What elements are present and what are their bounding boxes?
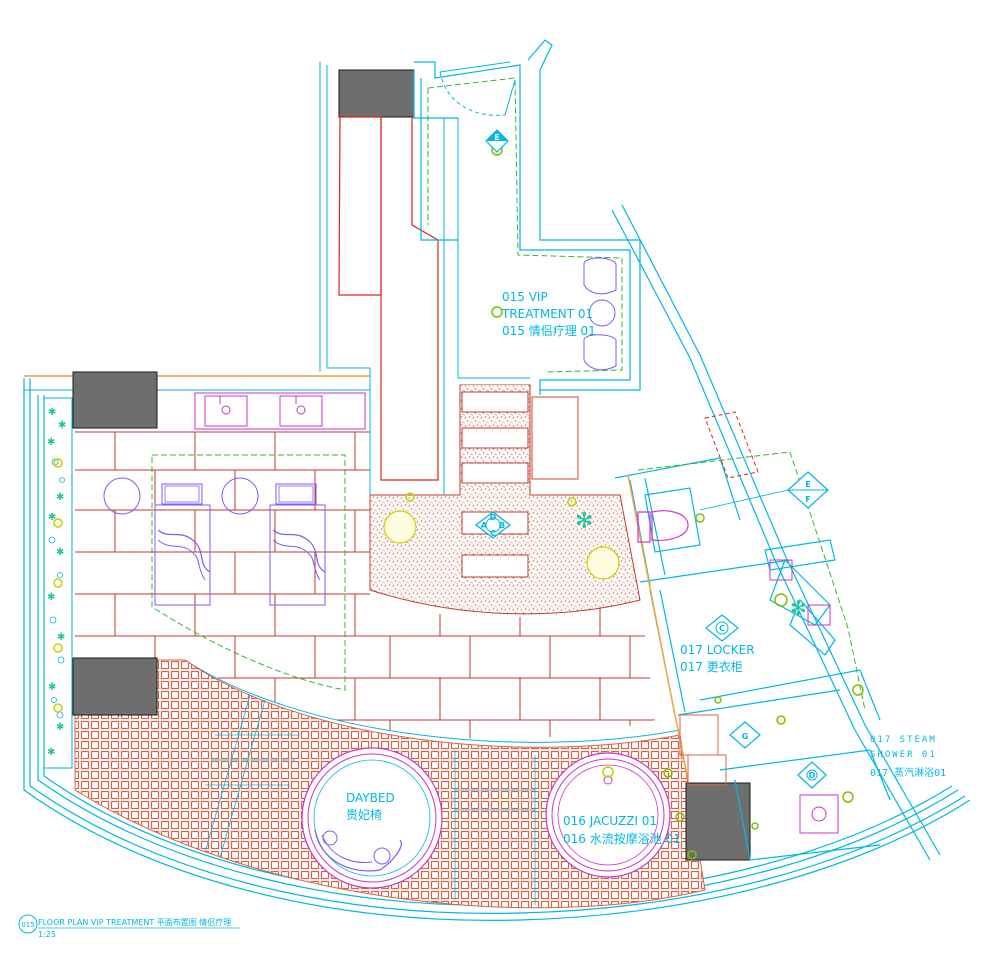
- svg-text:D: D: [490, 513, 497, 522]
- svg-text:A: A: [481, 521, 488, 530]
- label-jacuzzi: 016 JACUZZI 01 016 水流按摩浴池 01: [563, 814, 681, 846]
- svg-text:✱: ✱: [48, 512, 56, 523]
- svg-text:G: G: [742, 732, 749, 741]
- vip-label-line1: 015 VIP: [502, 290, 548, 304]
- locker-label-line1: 017 LOCKER: [680, 643, 755, 657]
- vip-label-line3: 015 情侣疗理 01: [502, 323, 596, 338]
- treatment-beds: [103, 454, 346, 691]
- daybed-label-line1: DAYBED: [346, 791, 395, 805]
- jacuzzi-label-line1: 016 JACUZZI 01: [563, 814, 657, 828]
- right-fixtures: [769, 559, 839, 834]
- svg-text:✱: ✱: [57, 632, 65, 643]
- elevation-tag-g: G: [729, 721, 761, 749]
- svg-text:✻: ✻: [575, 509, 593, 534]
- columns: [72, 69, 751, 861]
- elevation-tag-steam: D: [797, 761, 827, 789]
- daybed-label-line2: 贵妃椅: [346, 808, 382, 822]
- locker-room: [611, 204, 941, 861]
- plant-icon: ✻: [790, 596, 807, 620]
- label-locker: 017 LOCKER 017 更衣柜: [680, 643, 755, 674]
- steam-label-line1: 017 STEAM: [870, 735, 937, 745]
- label-daybed: DAYBED 贵妃椅: [346, 791, 395, 822]
- lounge-floor: ✻: [369, 384, 641, 615]
- elevation-tag-dabc: D A C B: [475, 511, 511, 539]
- svg-text:✱: ✱: [48, 682, 56, 693]
- elevation-tag-ef: E F: [699, 471, 829, 511]
- vip-door: [439, 61, 516, 116]
- svg-text:✱: ✱: [47, 592, 55, 603]
- locker-label-line2: 017 更衣柜: [680, 659, 743, 674]
- svg-text:C: C: [490, 529, 496, 538]
- svg-text:✱: ✱: [47, 437, 55, 448]
- toilet: [637, 510, 689, 543]
- corridor-walls: [319, 62, 530, 495]
- jacuzzi-label-line2: 016 水流按摩浴池 01: [563, 831, 681, 846]
- steam-label-line2: SHOWER 01: [870, 750, 937, 760]
- label-steam-shower: 017 STEAM SHOWER 01 017 蒸汽淋浴01: [870, 735, 946, 779]
- svg-text:F: F: [805, 495, 810, 504]
- title-scale: 1:25: [38, 930, 56, 939]
- label-vip-treatment: 015 VIP TREATMENT 01 015 情侣疗理 01: [501, 290, 596, 338]
- daybed: [301, 747, 443, 889]
- svg-text:E: E: [805, 480, 810, 489]
- svg-text:✱: ✱: [56, 722, 64, 733]
- vanity-counter: [194, 392, 366, 430]
- jacuzzi: [545, 752, 671, 878]
- elevation-tag-e: E: [485, 129, 509, 153]
- title-number: 015: [21, 921, 34, 929]
- vip-treatment-room: [413, 39, 641, 395]
- vip-label-line2: TREATMENT 01: [501, 307, 593, 321]
- svg-text:E: E: [494, 133, 499, 142]
- planter-strip: ✱✱✱ ✱✱✱ ✱✱✱ ✱✱: [43, 397, 73, 769]
- svg-text:✱: ✱: [58, 420, 66, 431]
- svg-text:✱: ✱: [56, 492, 64, 503]
- svg-text:D: D: [809, 771, 816, 780]
- svg-text:✱: ✱: [48, 407, 56, 418]
- svg-text:✱: ✱: [47, 747, 55, 758]
- locker-cabinets: [679, 714, 727, 786]
- svg-text:B: B: [499, 521, 505, 530]
- title-block: 015 FLOOR PLAN VIP TREATMENT 平面布置图 情侣疗理 …: [18, 914, 240, 939]
- svg-text:✱: ✱: [56, 547, 64, 558]
- vip-chairs: [583, 257, 617, 371]
- title-text: FLOOR PLAN VIP TREATMENT 平面布置图 情侣疗理: [38, 917, 231, 927]
- steam-label-line3: 017 蒸汽淋浴01: [870, 766, 946, 779]
- elevation-tag-locker: C: [705, 614, 739, 642]
- svg-text:C: C: [719, 624, 725, 633]
